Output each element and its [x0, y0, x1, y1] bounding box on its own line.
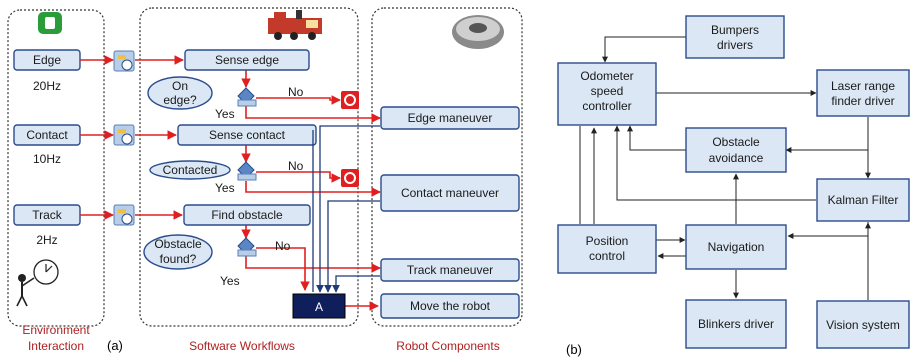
decision-label: Obstacle — [154, 237, 202, 251]
node-label: Kalman Filter — [828, 193, 899, 207]
red-flow-arrows — [80, 55, 381, 311]
env-input-rate: 20Hz — [33, 79, 61, 93]
node-laser-range-finder-driver: Laser range finder driver — [816, 69, 910, 117]
env-input-contact: Contact 10Hz — [13, 124, 81, 166]
node-label: avoidance — [709, 151, 764, 165]
decision-label: On — [172, 79, 188, 93]
node-label: Obstacle — [712, 135, 760, 149]
panel-a-label: (a) — [107, 338, 123, 353]
decision-obstacle-found: Obstacle found? No Yes — [143, 234, 291, 288]
env-input-label: Contact — [26, 128, 68, 142]
join-node: A — [292, 293, 346, 319]
decision-no-label: No — [275, 239, 291, 253]
node-label: Laser range — [831, 79, 895, 93]
robot-component-label: Track maneuver — [407, 263, 493, 277]
decision-diamond-icon — [237, 87, 257, 107]
timer-icon — [113, 124, 135, 146]
decision-label: Contacted — [163, 163, 218, 177]
decision-diamond-icon — [237, 237, 257, 257]
node-position-control: Position control — [557, 224, 657, 274]
decision-no-label: No — [288, 159, 304, 173]
train-icon — [268, 10, 322, 40]
env-input-rate: 10Hz — [33, 152, 61, 166]
decision-label: edge? — [163, 93, 197, 107]
decision-no-label: No — [288, 85, 304, 99]
node-label: Vision system — [826, 318, 900, 332]
workflow-step-find-obstacle: Find obstacle — [183, 204, 311, 226]
workflow-step-sense-contact: Sense contact — [177, 124, 317, 146]
node-label: Blinkers driver — [698, 317, 774, 331]
architecture-edges — [579, 36, 871, 300]
decision-yes-label: Yes — [215, 107, 235, 121]
stop-icon — [341, 91, 359, 109]
node-label: controller — [582, 99, 631, 113]
node-label: drivers — [717, 38, 753, 52]
robot-component-edge-maneuver: Edge maneuver — [380, 106, 520, 130]
node-navigation: Navigation — [685, 224, 787, 270]
node-kalman-filter: Kalman Filter — [816, 178, 910, 222]
robot-component-label: Contact maneuver — [401, 186, 499, 200]
node-vision-system: Vision system — [816, 300, 910, 349]
node-label: control — [589, 249, 625, 263]
workflow-step-sense-edge: Sense edge — [184, 49, 310, 71]
env-input-track: Track 2Hz — [13, 204, 81, 247]
environment-panel — [7, 9, 105, 327]
decision-yes-label: Yes — [215, 181, 235, 195]
software-panel — [139, 7, 359, 327]
caption-robot-components: Robot Components — [396, 339, 499, 353]
node-label: speed — [591, 84, 624, 98]
panel-a: Edge 20Hz Contact 10Hz Track 2Hz — [7, 7, 523, 353]
node-label: Odometer — [580, 69, 633, 83]
decision-diamond-icon — [237, 161, 257, 181]
caption-software-workflows: Software Workflows — [189, 339, 295, 353]
node-odometer-speed-controller: Odometer speed controller — [557, 62, 657, 126]
panel-b: Bumpers drivers Odometer speed controlle… — [557, 15, 910, 357]
env-input-rate: 2Hz — [36, 233, 57, 247]
stop-icon — [341, 169, 359, 187]
robot-component-label: Move the robot — [410, 299, 491, 313]
panel-b-label: (b) — [566, 342, 582, 357]
timer-icon — [113, 50, 135, 72]
start-icon — [38, 12, 62, 34]
node-obstacle-avoidance: Obstacle avoidance — [685, 127, 787, 173]
robot-component-contact-maneuver: Contact maneuver — [380, 174, 520, 212]
node-label: finder driver — [831, 94, 894, 108]
env-input-label: Track — [32, 208, 63, 222]
workflow-step-label: Sense contact — [209, 128, 286, 142]
robot-component-move-the-robot: Move the robot — [380, 293, 520, 319]
decision-contacted: Contacted No Yes — [149, 159, 304, 195]
feedback-lines — [312, 125, 380, 293]
node-label: Position — [586, 234, 629, 248]
robot-component-label: Edge maneuver — [408, 111, 493, 125]
decision-yes-label: Yes — [220, 274, 240, 288]
decision-on-edge: On edge? No Yes — [147, 76, 304, 121]
join-node-label: A — [315, 300, 323, 314]
robot-panel — [371, 7, 523, 327]
env-input-label: Edge — [33, 53, 61, 67]
decision-label: found? — [160, 252, 197, 266]
observer-clock-icon — [16, 259, 59, 307]
timer-icon — [113, 204, 135, 226]
workflow-step-label: Sense edge — [215, 53, 279, 67]
robot-vacuum-icon — [452, 15, 504, 49]
node-bumpers-drivers: Bumpers drivers — [685, 15, 785, 59]
node-blinkers-driver: Blinkers driver — [685, 299, 787, 349]
node-label: Bumpers — [711, 23, 759, 37]
caption-interaction: Interaction — [28, 339, 84, 353]
env-input-edge: Edge 20Hz — [13, 49, 81, 93]
caption-environment: Environment — [22, 323, 90, 337]
workflow-step-label: Find obstacle — [211, 208, 283, 222]
node-label: Navigation — [708, 240, 765, 254]
robot-component-track-maneuver: Track maneuver — [380, 258, 520, 282]
